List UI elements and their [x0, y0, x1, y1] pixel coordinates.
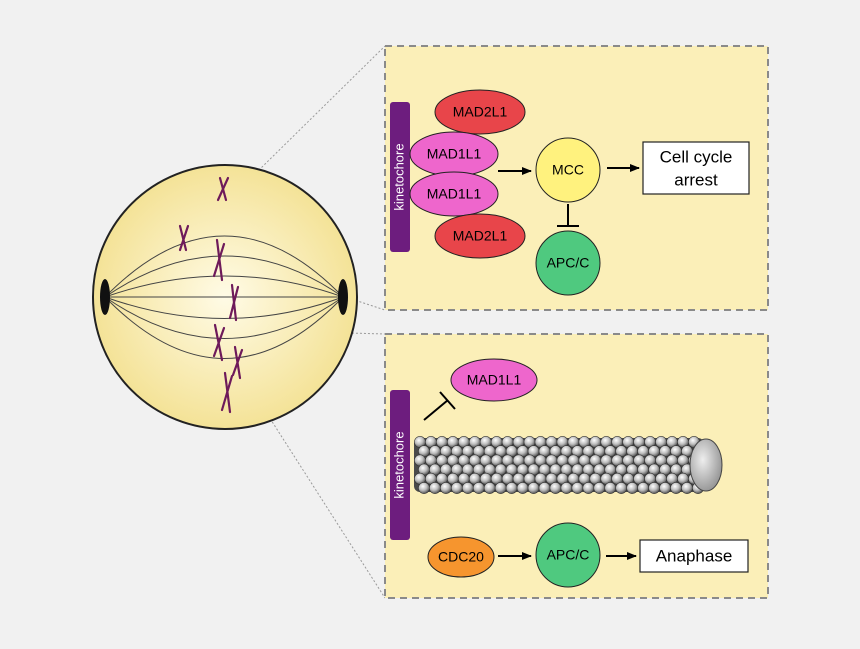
- anaphase-box: [639, 539, 749, 573]
- apcc-bottom-label: APC/C: [547, 547, 590, 563]
- bottom-panel: kinetochore MAD1L1 CDC20 APC/C Anaphase: [384, 333, 769, 599]
- microtubule-subunit: [461, 482, 474, 494]
- microtubule-subunit: [472, 482, 485, 494]
- microtubule-subunit: [450, 482, 463, 494]
- microtubule-subunit: [549, 482, 562, 494]
- kinetochore-bar-bottom: [390, 390, 410, 540]
- mad1l1-label: MAD1L1: [467, 372, 522, 388]
- microtubule-subunit: [648, 482, 661, 494]
- microtubule-subunit: [418, 482, 430, 494]
- apcc-top-node: [535, 230, 601, 296]
- microtubule-subunit: [505, 482, 518, 494]
- cdc20-label: CDC20: [438, 549, 484, 565]
- microtubule-subunit: [483, 482, 496, 494]
- mitotic-cell: [92, 164, 358, 430]
- microtubule-subunit: [593, 482, 606, 494]
- microtubule-end-cap: [689, 438, 723, 492]
- mad2l1-top-label: MAD2L1: [453, 104, 508, 120]
- microtubule-subunit: [494, 482, 507, 494]
- microtubule-subunit: [538, 482, 551, 494]
- microtubule-subunit: [670, 482, 682, 494]
- kinetochore-label-top: kinetochore: [391, 143, 406, 210]
- mad1l1-bottom-node: [409, 171, 499, 217]
- kinetochore-bar-top: [390, 102, 410, 252]
- mad2l1-top-node: [434, 89, 526, 135]
- microtubule-subunit: [527, 482, 540, 494]
- microtubule-subunit: [582, 482, 595, 494]
- mad1l1-node: [450, 358, 538, 402]
- right-spindle-pole: [338, 279, 348, 315]
- mad2l1-bottom-label: MAD2L1: [453, 228, 508, 244]
- kinetochore-label-bottom: kinetochore: [391, 431, 406, 498]
- microtubule-subunit: [626, 482, 639, 494]
- microtubule: [414, 436, 723, 494]
- microtubule-subunit: [516, 482, 529, 494]
- mad1l1-inhibition-line: [423, 391, 456, 421]
- microtubule-subunit: [571, 482, 584, 494]
- anaphase-label: Anaphase: [656, 546, 733, 565]
- mad1l1-top-label: MAD1L1: [427, 146, 482, 162]
- microtubule-subunit: [429, 482, 441, 494]
- chromosomes: [178, 176, 244, 414]
- microtubule-subunit: [637, 482, 650, 494]
- microtubule-subunit: [659, 482, 672, 494]
- apcc-bottom-node: [535, 522, 601, 588]
- microtubule-subunit: [604, 482, 617, 494]
- spindle-fibers: [104, 235, 344, 359]
- microtubule-subunit: [615, 482, 628, 494]
- mcc-label: MCC: [552, 162, 584, 178]
- microtubule-subunit: [440, 482, 452, 494]
- mcc-inhibits-apcc: [557, 204, 579, 227]
- microtubule-subunit: [560, 482, 573, 494]
- cell-cycle-arrest-line2: arrest: [674, 170, 718, 189]
- top-panel: kinetochore MAD2L1 MAD1L1 MAD1L1 MAD2L1 …: [384, 45, 769, 311]
- cdc20-node: [427, 536, 495, 578]
- cell-cycle-arrest-box: [642, 141, 750, 195]
- mad1l1-bottom-label: MAD1L1: [427, 186, 482, 202]
- mcc-node: [535, 137, 601, 203]
- microtubule-subunit: [681, 482, 693, 494]
- left-spindle-pole: [100, 279, 110, 315]
- apcc-top-label: APC/C: [547, 255, 590, 271]
- cell-cycle-arrest-line1: Cell cycle: [660, 147, 733, 166]
- mad2l1-bottom-node: [434, 213, 526, 259]
